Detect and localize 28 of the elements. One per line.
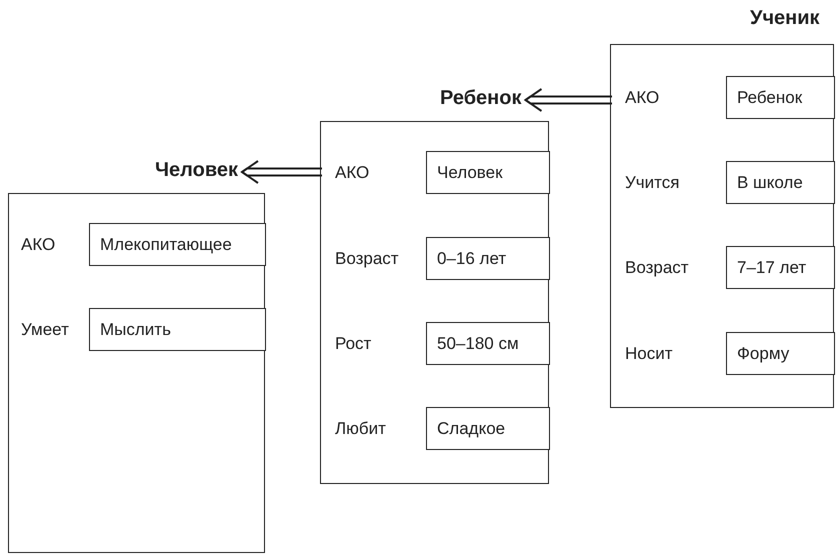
slot-value-box: Сладкое xyxy=(426,407,550,450)
slot-value-box: Человек xyxy=(426,151,550,194)
slot-name: Учится xyxy=(625,172,680,192)
slot-name: АКО xyxy=(21,234,56,254)
slot-name: АКО xyxy=(625,88,660,108)
frame-title: Человек xyxy=(155,158,238,182)
slot-name: Возраст xyxy=(335,248,399,268)
slot-name: Рост xyxy=(335,334,372,354)
frame-box xyxy=(610,44,834,408)
slot-value-box: В школе xyxy=(726,161,835,204)
frame-box xyxy=(8,193,265,553)
slot-name: АКО xyxy=(335,162,370,182)
slot-value-box: Млекопитающее xyxy=(89,223,266,266)
double-arrow xyxy=(524,88,613,112)
frame-title: Ребенок xyxy=(440,86,522,110)
slot-value-box: Форму xyxy=(726,332,835,375)
slot-value-box: Ребенок xyxy=(726,76,835,119)
slot-name: Возраст xyxy=(625,258,689,278)
double-arrow xyxy=(240,160,323,184)
slot-name: Любит xyxy=(335,418,386,438)
slot-name: Умеет xyxy=(21,320,69,340)
slot-name: Носит xyxy=(625,344,673,364)
slot-value-box: 0–16 лет xyxy=(426,237,550,280)
slot-value-box: Мыслить xyxy=(89,308,266,351)
frame-title: Ученик xyxy=(750,6,820,30)
frame-box xyxy=(320,121,549,484)
slot-value-box: 50–180 см xyxy=(426,322,550,365)
slot-value-box: 7–17 лет xyxy=(726,246,835,289)
